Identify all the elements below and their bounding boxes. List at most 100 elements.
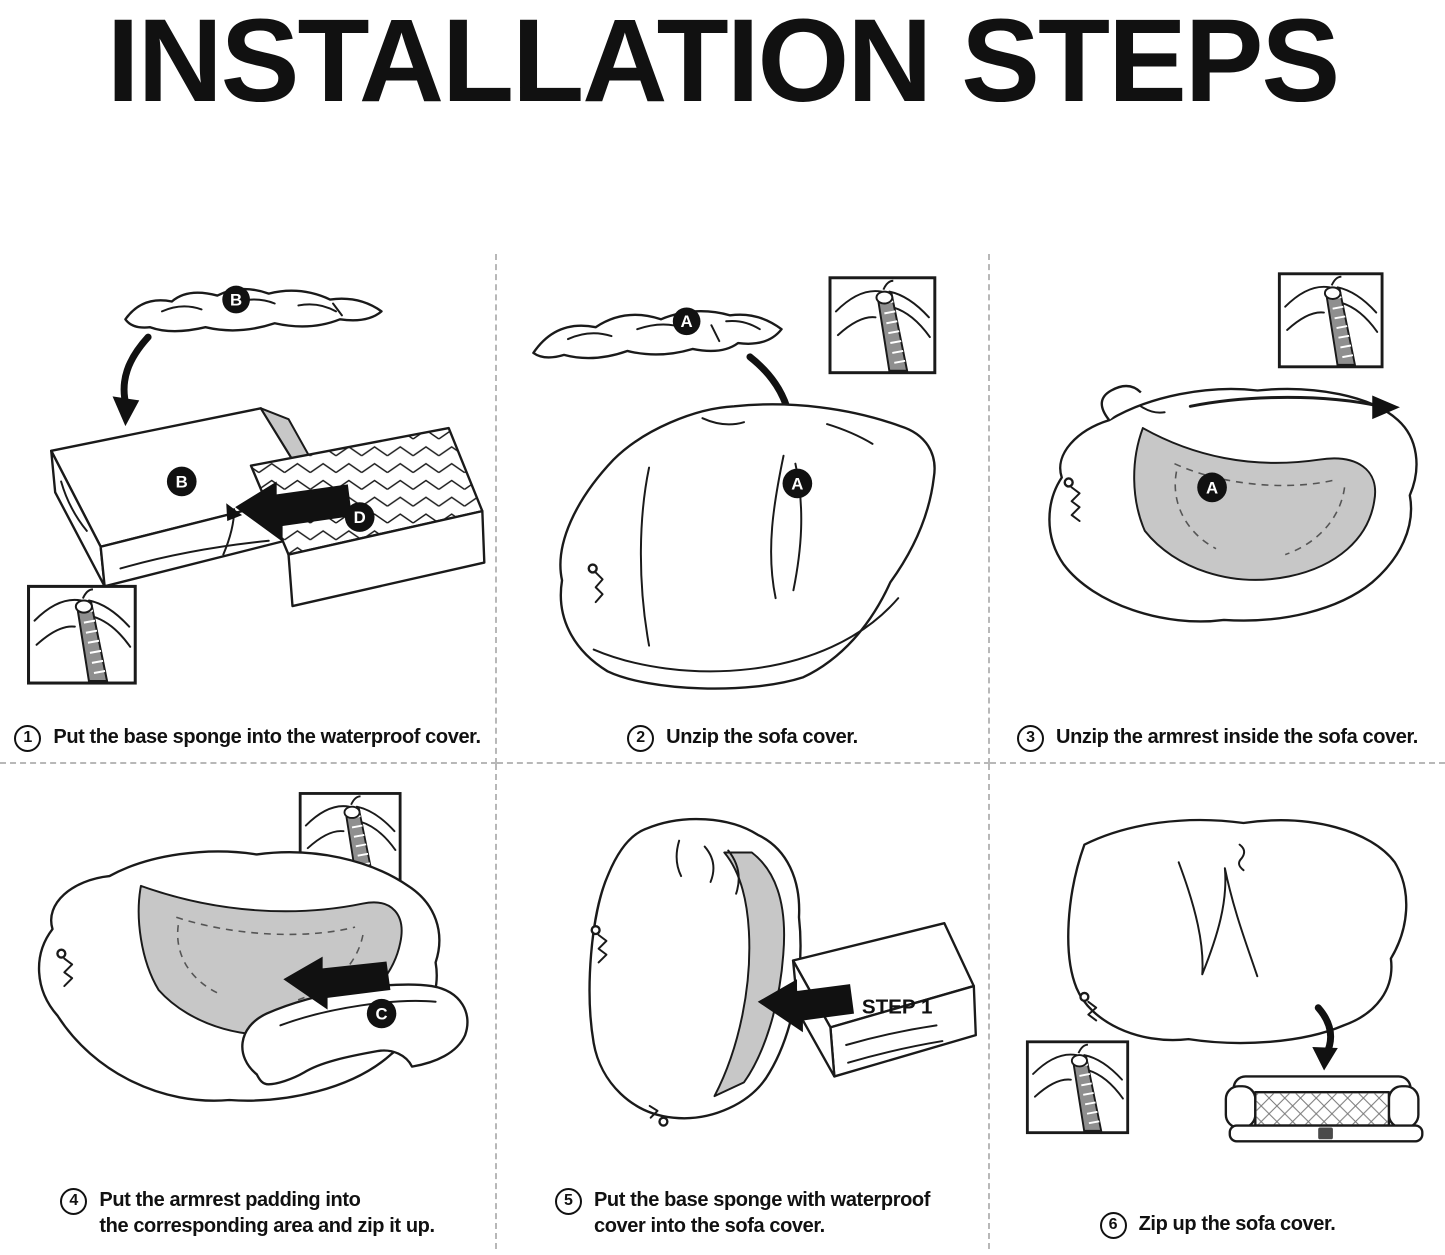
caption-line: Zip up the sofa cover.: [1138, 1213, 1336, 1235]
curved-arrowhead: [112, 396, 140, 427]
zipper-teeth-bottom: [648, 1104, 659, 1119]
small-up-arrowhead: [226, 503, 243, 522]
step-caption: 2 Unzip the sofa cover.: [497, 724, 988, 752]
step1-base-sponge: [249, 426, 486, 608]
step-caption: 3 Unzip the armrest inside the sofa cove…: [990, 724, 1445, 752]
step-number-badge: 3: [1017, 725, 1045, 752]
step-number-badge: 2: [627, 725, 655, 752]
caption-text: Unzip the sofa cover.: [666, 724, 858, 750]
folded-cover-wrinkles: [160, 298, 343, 317]
label-badge-top-b: B: [222, 285, 250, 314]
insert-arrow: [283, 956, 391, 1010]
caption-text: Put the armrest padding into the corresp…: [99, 1187, 435, 1239]
armrest-padding-seam: [279, 999, 437, 1027]
step2-sofa-cover: [559, 403, 936, 690]
zipper-teeth: [597, 934, 608, 964]
zipper-detail-inset: [828, 276, 937, 375]
zipper-detail-inset: [27, 584, 137, 685]
unzip-arrowhead: [1372, 395, 1400, 420]
badge-letter: A: [791, 474, 803, 493]
badge-letter: B: [230, 290, 242, 309]
badge-letter: A: [1206, 478, 1218, 497]
step4-armrest-padding: [241, 983, 469, 1086]
badge-circle: [672, 307, 701, 336]
step6-sofa-cover: [1067, 818, 1408, 1045]
cover-wrinkles: [60, 480, 270, 570]
zipper-detail-inset: [1277, 272, 1384, 369]
zipper-pull: [1063, 477, 1074, 488]
label-badge-top-a: A: [672, 307, 701, 336]
label-badge-body-a: A: [782, 468, 813, 499]
sofa-cover-outline: [559, 403, 936, 690]
caption-text: Unzip the armrest inside the sofa cover.: [1056, 724, 1418, 750]
corner-flap: [1100, 384, 1142, 421]
zipper-pull: [56, 948, 67, 959]
step1-reference-label: STEP 1: [862, 996, 933, 1019]
caption-text: Put the base sponge with waterproof cove…: [594, 1187, 930, 1239]
caption-line: cover into the sofa cover.: [593, 1215, 825, 1237]
step-number-badge: 5: [554, 1188, 582, 1215]
badge-circle: [1197, 472, 1227, 503]
folded-cover-wrinkles: [566, 319, 761, 343]
caption-line: Put the base sponge into the waterproof …: [53, 726, 481, 748]
folded-cover-shape: [124, 287, 383, 333]
badge-letter: A: [681, 312, 693, 331]
badge-circle: [222, 285, 250, 314]
caption-line: Unzip the armrest inside the sofa cover.: [1056, 726, 1418, 748]
step1-folded-cover: [124, 287, 383, 333]
zipper-pull: [1079, 991, 1090, 1002]
zipper-teeth: [1070, 486, 1081, 522]
steps-grid: B B: [0, 254, 1445, 1249]
folded-cover-shape: [532, 310, 783, 360]
step-caption: 4 Put the armrest padding into the corre…: [0, 1187, 495, 1239]
badge-circle: [166, 466, 197, 497]
insert-arrow: [235, 481, 352, 542]
step1-illustration: B B: [27, 285, 486, 685]
sofa-quilted-texture: [1256, 1093, 1388, 1125]
label-badge-d: D: [344, 502, 375, 532]
panel-step-1: B B: [0, 254, 497, 764]
step-number-badge: 4: [60, 1188, 88, 1215]
brand-logo-tag: [1318, 1127, 1333, 1140]
step2-illustration: A A: [532, 276, 937, 690]
caption-text: Put the base sponge into the waterproof …: [53, 724, 481, 750]
insert-arrow: [757, 979, 854, 1033]
step4-illustration: C: [37, 792, 469, 1102]
caption-line: Put the base sponge with waterproof: [593, 1189, 931, 1211]
badge-circle: [782, 468, 813, 499]
zipper-teeth: [1087, 1000, 1098, 1022]
cover-opening-band: [713, 851, 786, 1098]
caption-line: Put the armrest padding into: [99, 1189, 361, 1211]
armrest-stitch-outline: [1174, 462, 1346, 556]
panel-step-2: A A 2 Unzip the sofa cover.: [497, 254, 990, 764]
unzip-arrow: [1188, 395, 1382, 408]
curved-arrow: [120, 333, 152, 410]
step-caption: 5 Put the base sponge with waterproof co…: [497, 1187, 988, 1239]
caption-line: the corresponding area and zip it up.: [99, 1215, 435, 1237]
badge-circle: [344, 502, 375, 532]
caption-line: Unzip the sofa cover.: [666, 726, 858, 748]
panel-step-6: 6 Zip up the sofa cover.: [990, 764, 1445, 1249]
zipper-pull: [590, 924, 601, 936]
sofa-cover-seams: [592, 417, 900, 673]
badge-letter: D: [354, 508, 366, 527]
page-title: INSTALLATION STEPS: [106, 0, 1340, 127]
zipper-pull-bottom: [658, 1116, 669, 1127]
zipper-pull: [587, 563, 598, 574]
wrinkle: [1139, 405, 1166, 414]
unzipped-armrest-area: [1133, 427, 1377, 581]
label-badge-c: C: [366, 998, 397, 1029]
step2-folded-cover: [532, 310, 783, 360]
badge-letter: C: [376, 1004, 388, 1023]
step-number-badge: 6: [1099, 1212, 1127, 1239]
label-badge-a: A: [1197, 472, 1227, 503]
zipper-detail-inset: [1025, 1040, 1130, 1135]
panel-step-4: C 4 Put the armrest padding into the cor…: [0, 764, 497, 1249]
armrest-padding-shape: [241, 983, 469, 1086]
label-badge-body-b: B: [166, 466, 197, 497]
sofa-left-armrest: [1224, 1085, 1257, 1129]
step-number-badge: 1: [14, 725, 42, 752]
sofa-cover-creases: [1177, 843, 1259, 978]
sofa-cover-outline: [1067, 818, 1408, 1045]
step-caption: 6 Zip up the sofa cover.: [990, 1211, 1445, 1239]
